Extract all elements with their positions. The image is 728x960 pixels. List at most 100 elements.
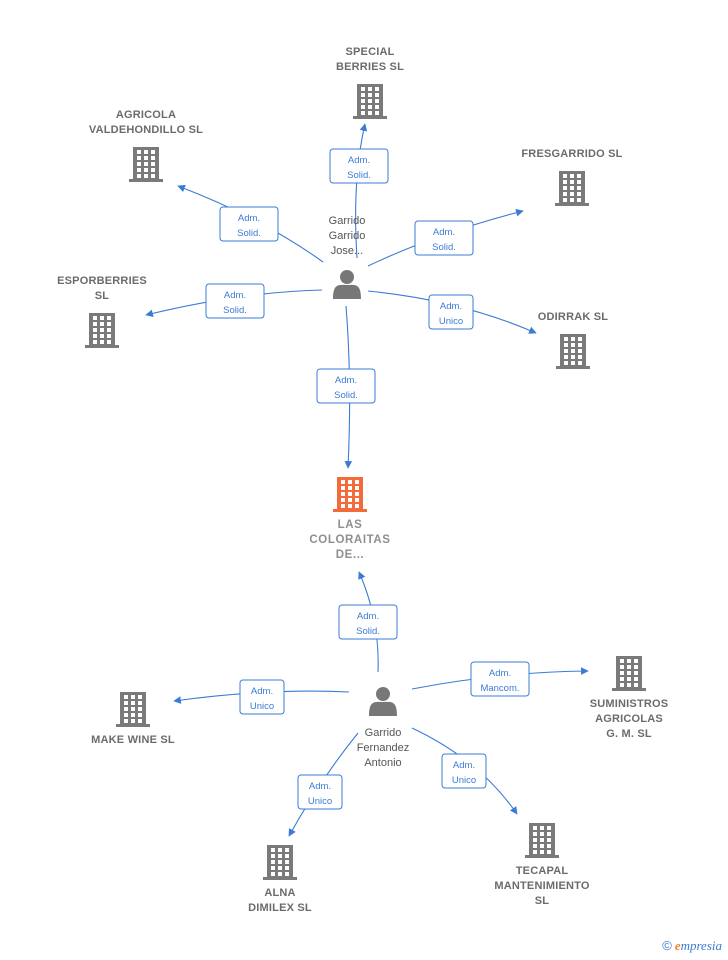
building-window bbox=[348, 498, 352, 502]
building-window bbox=[547, 838, 551, 842]
edge-role-label[interactable]: Adm.Solid. bbox=[205, 283, 265, 319]
building-window bbox=[634, 683, 638, 687]
person-icon-garrido_jose[interactable] bbox=[333, 270, 361, 299]
label-line: Garrido bbox=[328, 230, 366, 242]
building-window bbox=[547, 826, 551, 830]
edge-role-text: Adm. bbox=[309, 781, 331, 792]
building-window bbox=[144, 162, 148, 166]
label-line: AGRICOLA bbox=[115, 109, 177, 121]
building-icon-tecapal[interactable] bbox=[525, 823, 559, 858]
building-window bbox=[100, 340, 104, 344]
building-window bbox=[564, 355, 568, 359]
label-line: SPECIAL bbox=[345, 46, 395, 58]
edge-role-label[interactable]: Adm.Solid. bbox=[329, 148, 389, 184]
edge-role-text: Solid. bbox=[347, 170, 371, 181]
building-window bbox=[540, 844, 544, 848]
building-icon-coloraitas[interactable] bbox=[333, 477, 367, 512]
building-window bbox=[570, 174, 574, 178]
building-window bbox=[540, 832, 544, 836]
building-window bbox=[355, 480, 359, 484]
building-window bbox=[563, 180, 567, 184]
label-line: DE... bbox=[335, 549, 365, 561]
building-window bbox=[151, 162, 155, 166]
building-window bbox=[578, 361, 582, 365]
building-window bbox=[570, 186, 574, 190]
building-window bbox=[348, 492, 352, 496]
building-base bbox=[263, 877, 297, 880]
building-window bbox=[271, 854, 275, 858]
edge-role-text: Solid. bbox=[356, 626, 380, 637]
label-line: TECAPAL bbox=[515, 865, 569, 877]
edge-role-label[interactable]: Adm.Unico bbox=[239, 679, 285, 715]
label-line: Garrido bbox=[364, 727, 402, 739]
building-window bbox=[341, 486, 345, 490]
label-line: SL bbox=[534, 895, 550, 907]
building-window bbox=[100, 334, 104, 338]
building-window bbox=[271, 866, 275, 870]
building-window bbox=[578, 355, 582, 359]
label-line: ESPORBERRIES bbox=[57, 275, 147, 287]
company-name-odirrak: ODIRRAK SL bbox=[493, 310, 653, 325]
edge-role-label[interactable]: Adm.Unico bbox=[428, 294, 474, 330]
building-icon-fresgarrido[interactable] bbox=[555, 171, 589, 206]
building-window bbox=[570, 192, 574, 196]
building-window bbox=[137, 150, 141, 154]
building-window bbox=[131, 713, 135, 717]
label-line: MAKE WINE SL bbox=[91, 734, 175, 746]
building-window bbox=[547, 844, 551, 848]
building-window bbox=[138, 707, 142, 711]
building-window bbox=[375, 87, 379, 91]
person-body bbox=[333, 284, 361, 299]
label-line: Garrido bbox=[328, 215, 366, 227]
company-name-alna: ALNA DIMILEX SL bbox=[200, 886, 360, 916]
building-window bbox=[564, 361, 568, 365]
building-window bbox=[571, 349, 575, 353]
building-window bbox=[564, 343, 568, 347]
building-window bbox=[368, 111, 372, 115]
building-window bbox=[533, 826, 537, 830]
edge-role-label[interactable]: Adm.Solid. bbox=[219, 206, 279, 242]
building-icon-special[interactable] bbox=[353, 84, 387, 119]
building-window bbox=[578, 337, 582, 341]
building-window bbox=[571, 361, 575, 365]
building-window bbox=[578, 343, 582, 347]
building-window bbox=[271, 860, 275, 864]
building-window bbox=[124, 707, 128, 711]
label-line: SUMINISTROS bbox=[589, 698, 669, 710]
building-icon-alna[interactable] bbox=[263, 845, 297, 880]
building-icon-agricola[interactable] bbox=[129, 147, 163, 182]
building-icon-makewine[interactable] bbox=[116, 692, 150, 727]
building-icon-suministros[interactable] bbox=[612, 656, 646, 691]
edge-role-box bbox=[297, 774, 343, 810]
building-window bbox=[138, 713, 142, 717]
person-head bbox=[340, 270, 354, 284]
building-window bbox=[355, 498, 359, 502]
person-icon-garrido_antonio[interactable] bbox=[369, 687, 397, 716]
building-window bbox=[564, 337, 568, 341]
edge-role-label[interactable]: Adm.Unico bbox=[297, 774, 343, 810]
building-window bbox=[627, 659, 631, 663]
edge-role-label[interactable]: Adm.Solid. bbox=[316, 368, 376, 404]
building-window bbox=[341, 498, 345, 502]
edge-role-label[interactable]: Adm.Mancom. bbox=[470, 661, 530, 697]
label-line: DIMILEX SL bbox=[248, 902, 312, 914]
building-icon-odirrak[interactable] bbox=[556, 334, 590, 369]
building-window bbox=[577, 192, 581, 196]
building-icon-esporberries[interactable] bbox=[85, 313, 119, 348]
edge-role-label[interactable]: Adm.Unico bbox=[441, 753, 487, 789]
building-window bbox=[100, 328, 104, 332]
building-window bbox=[540, 826, 544, 830]
label-line: ALNA bbox=[264, 887, 296, 899]
building-window bbox=[368, 93, 372, 97]
label-line: COLORAITAS bbox=[309, 534, 391, 546]
edge-role-label[interactable]: Adm.Solid. bbox=[414, 220, 474, 256]
edge-role-text: Unico bbox=[452, 775, 476, 786]
building-window bbox=[131, 695, 135, 699]
edge-role-box bbox=[316, 368, 376, 404]
building-window bbox=[533, 838, 537, 842]
building-window bbox=[355, 492, 359, 496]
edge-role-box bbox=[205, 283, 265, 319]
edge-role-text: Adm. bbox=[440, 301, 462, 312]
edge-role-label[interactable]: Adm.Solid. bbox=[338, 604, 398, 640]
